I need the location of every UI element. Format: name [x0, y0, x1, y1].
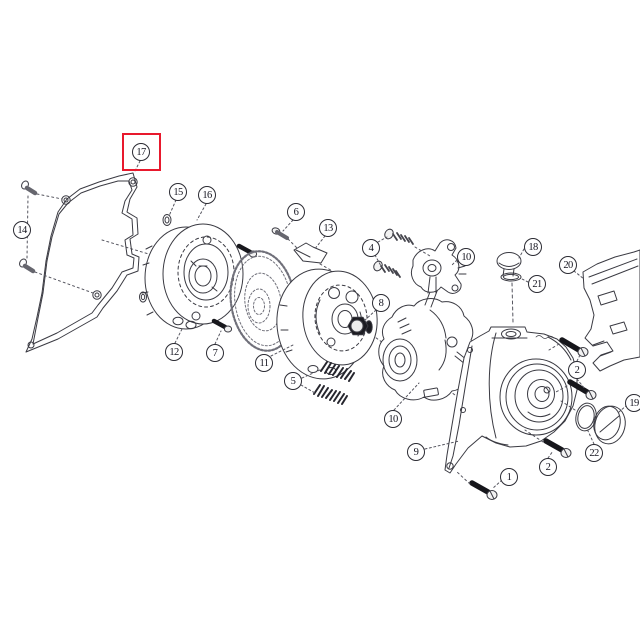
callout-4[interactable]: 4 [362, 239, 380, 257]
callout-2-bottom-label: 2 [545, 461, 551, 473]
cover-bolt-parts [455, 337, 597, 500]
bracket-part [410, 239, 467, 294]
callout-20-label: 20 [563, 259, 573, 271]
callout-13-label: 13 [323, 222, 333, 234]
callout-10-bottom[interactable]: 10 [384, 410, 402, 428]
callout-2-bottom[interactable]: 2 [539, 458, 557, 476]
callout-16-label: 16 [202, 189, 212, 201]
rotor-nut-part [347, 316, 373, 336]
callout-20[interactable]: 20 [559, 256, 577, 274]
callout-18[interactable]: 18 [524, 238, 542, 256]
callout-2-right-label: 2 [574, 364, 580, 376]
callout-12-label: 12 [169, 346, 179, 358]
callout-15-label: 15 [173, 186, 183, 198]
callout-7[interactable]: 7 [206, 344, 224, 362]
callout-21[interactable]: 21 [528, 275, 546, 293]
sprocket-cover-part [582, 249, 640, 372]
callout-18-label: 18 [528, 241, 538, 253]
callout-22-label: 22 [589, 447, 599, 459]
callout-7-label: 7 [212, 347, 218, 359]
flywheel-part [141, 223, 244, 330]
oil-cap-part [496, 252, 522, 323]
callout-14-label: 14 [17, 224, 27, 236]
gasket-part [25, 172, 140, 353]
callout-17[interactable]: 17 [132, 143, 150, 161]
callout-16[interactable]: 16 [198, 186, 216, 204]
callout-12[interactable]: 12 [165, 343, 183, 361]
callout-8[interactable]: 8 [372, 294, 390, 312]
callout-10-top[interactable]: 10 [457, 248, 475, 266]
spring-parts [313, 361, 355, 405]
callout-8-label: 8 [378, 297, 384, 309]
callout-6-label: 6 [293, 206, 299, 218]
callout-1-label: 1 [506, 471, 512, 483]
callout-5[interactable]: 5 [284, 372, 302, 390]
bracket-bolt-parts [373, 228, 431, 278]
washer-parts [139, 214, 172, 303]
callout-22[interactable]: 22 [585, 444, 603, 462]
rotor-part [276, 268, 378, 380]
callout-9[interactable]: 9 [407, 443, 425, 461]
highlight-box [122, 133, 161, 171]
inspection-cap-part [560, 400, 626, 445]
callout-21-label: 21 [532, 278, 542, 290]
callout-9-label: 9 [413, 446, 419, 458]
callout-4-label: 4 [368, 242, 374, 254]
callout-19[interactable]: 19 [625, 394, 640, 412]
callout-10-bottom-label: 10 [388, 413, 398, 425]
gasket-bolt-parts [19, 180, 94, 294]
callout-14[interactable]: 14 [13, 221, 31, 239]
callout-17-label: 17 [136, 146, 146, 158]
callout-5-label: 5 [290, 375, 296, 387]
callout-11[interactable]: 11 [255, 354, 273, 372]
callout-13[interactable]: 13 [319, 219, 337, 237]
callout-1[interactable]: 1 [500, 468, 518, 486]
callout-19-label: 19 [629, 397, 639, 409]
callout-leader-lines [133, 160, 628, 490]
callout-10-top-label: 10 [461, 251, 471, 263]
callout-2-right[interactable]: 2 [568, 361, 586, 379]
crankcase-cover-part [444, 326, 578, 474]
callout-6[interactable]: 6 [287, 203, 305, 221]
callout-15[interactable]: 15 [169, 183, 187, 201]
pickup-plate-part [271, 227, 328, 264]
callout-11-label: 11 [259, 357, 270, 369]
